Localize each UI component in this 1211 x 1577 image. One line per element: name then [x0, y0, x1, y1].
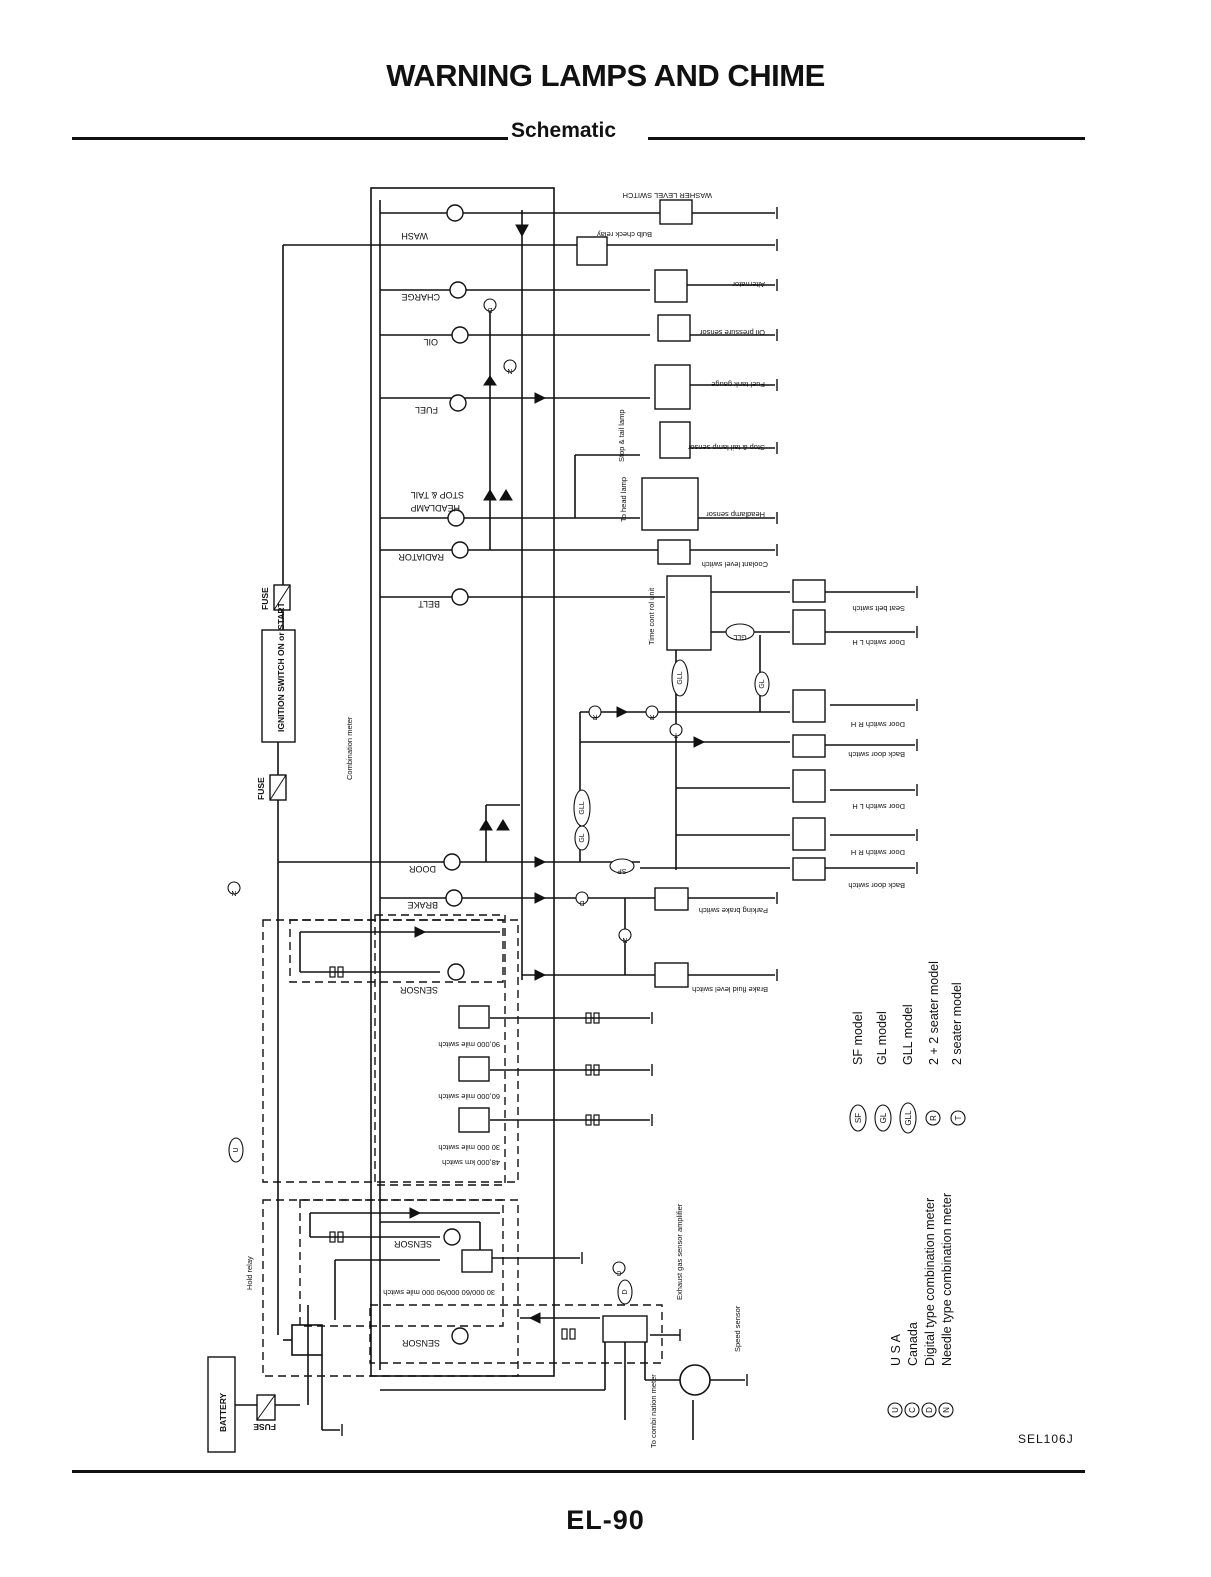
- lamp-label-belt: BELT: [418, 599, 440, 609]
- mark-n-oil: N: [507, 367, 512, 374]
- label-combination-meter: Combination meter: [345, 716, 354, 780]
- page-number: EL-90: [566, 1505, 645, 1535]
- lamp-label-charge: CHARGE: [401, 292, 440, 302]
- legend-needle: Needle type combination meter: [940, 1193, 954, 1366]
- lamp-label-door: DOOR: [408, 864, 436, 874]
- mark-t: T: [673, 731, 678, 738]
- lamp-label-sensor-3: SENSOR: [401, 1338, 440, 1348]
- label-30000-switch: 30 000 mile switch: [438, 1143, 500, 1152]
- mark-n-brake: N: [622, 936, 627, 943]
- mark-d-charge: D: [487, 306, 492, 313]
- label-ignition-switch: IGNITION SWITCH ON or START: [276, 601, 286, 732]
- figure-code: SEL106J: [1018, 1432, 1074, 1446]
- mark-dc-bottom: D: [622, 1289, 629, 1294]
- lamp-label-headlamp: HEADLAMP: [410, 503, 460, 513]
- legend-symbol-r: R: [929, 1115, 938, 1121]
- speed-sensor-symbol: [679, 1364, 711, 1396]
- label-headlamp-sensor: Headlamp sensor: [706, 510, 765, 519]
- mark-gl-1: GL: [759, 679, 766, 688]
- mark-gll-3: GLL: [579, 801, 586, 814]
- mark-gl-2: GL: [579, 833, 586, 842]
- label-seat-belt-switch: Seat belt switch: [852, 604, 905, 613]
- mark-r-1: R: [592, 713, 597, 720]
- label-bulb-check-relay: Bulb check relay: [597, 230, 652, 239]
- label-back-door-switch-1: Back door switch: [848, 750, 905, 759]
- legend-2plus2: 2 + 2 seater model: [927, 961, 941, 1065]
- lamp-label-wash: WASH: [401, 231, 428, 241]
- label-speed-sensor: Speed sensor: [733, 1305, 742, 1352]
- label-to-combination-meter: To combi nation meter: [649, 1374, 658, 1448]
- mark-gll-unit: GLL: [733, 633, 746, 640]
- lamp-label-oil: OIL: [423, 337, 438, 347]
- legend-canada: Canada: [906, 1322, 920, 1366]
- label-fuse-1: FUSE: [260, 587, 270, 610]
- label-60000-switch: 60,000 mile switch: [438, 1092, 500, 1101]
- legend-sf: SF model: [851, 1012, 865, 1066]
- label-stop-tail-sensor: Stop & tail lamp sensor: [687, 443, 765, 452]
- legend-symbol-n: N: [942, 1407, 951, 1413]
- mark-sf: SF: [618, 867, 627, 874]
- lamp-label-fuel: FUEL: [415, 405, 438, 415]
- label-battery: BATTERY: [218, 1392, 228, 1432]
- legend-symbol-d: D: [925, 1407, 934, 1413]
- rule-right: [648, 137, 1085, 140]
- label-door-switch-lh-1: Door switch L H: [852, 638, 905, 647]
- label-oil-pressure-sensor: Oil pressure sensor: [699, 328, 765, 337]
- legend-usa: U S A: [889, 1333, 903, 1366]
- label-stop-tail-lamp: Stop & tail lamp: [617, 409, 626, 462]
- label-fuse-3: FUSE: [253, 1422, 276, 1432]
- label-alternator: Alternator: [732, 280, 765, 289]
- legend-gl: GL model: [875, 1011, 889, 1065]
- lamp-label-brake: BRAKE: [407, 900, 438, 910]
- mark-c-bottom: C: [616, 1269, 621, 1276]
- page-title: WARNING LAMPS AND CHIME: [386, 58, 825, 93]
- legend-symbol-sf: SF: [854, 1113, 863, 1123]
- lamp-label-stop-tail: STOP & TAIL: [411, 490, 464, 500]
- label-washer-level-switch: WASHER LEVEL SWITCH: [623, 191, 712, 200]
- section-title: Schematic: [511, 119, 617, 142]
- label-48000-switch: 48,000 km switch: [442, 1158, 500, 1167]
- legend-gll: GLL model: [901, 1004, 915, 1065]
- label-time-control-unit: Time cont rol unit: [647, 587, 656, 645]
- label-fuse-2: FUSE: [256, 777, 266, 800]
- label-multi-mile-switch: 30 000/60 000/90 000 mile switch: [383, 1288, 495, 1297]
- mark-gll-2: GLL: [677, 671, 684, 684]
- mark-n-left: N: [231, 889, 236, 896]
- lamp-label-sensor-1: SENSOR: [399, 985, 438, 995]
- label-brake-fluid-switch: Brake fluid level switch: [692, 985, 768, 994]
- mark-du-left: U: [233, 1147, 240, 1152]
- legend-2seater: 2 seater model: [950, 982, 964, 1065]
- label-door-switch-lh-2: Door switch L H: [852, 802, 905, 811]
- label-to-head-lamp: To head lamp: [619, 477, 628, 522]
- mark-d-brake: D: [579, 899, 584, 906]
- label-exhaust-gas-amp: Exhaust gas sensor amplifier: [675, 1203, 684, 1300]
- legend-symbol-gll: GLL: [904, 1110, 913, 1126]
- label-door-switch-rh-2: Door switch R H: [851, 848, 905, 857]
- legend-digital: Digital type combination meter: [923, 1198, 937, 1366]
- legend-symbol-gl: GL: [879, 1112, 888, 1123]
- rule-bottom: [72, 1470, 1085, 1473]
- lamp-label-radiator: RADIATOR: [398, 552, 444, 562]
- label-door-switch-rh-1: Door switch R H: [851, 720, 905, 729]
- label-parking-brake-switch: Parking brake switch: [699, 906, 768, 915]
- label-back-door-switch-2: Back door switch: [848, 881, 905, 890]
- label-hold-relay: Hold relay: [245, 1256, 254, 1290]
- legend-symbol-u: U: [891, 1407, 900, 1413]
- label-coolant-level-switch: Coolant level switch: [702, 560, 768, 569]
- lamp-label-sensor-2: SENSOR: [393, 1239, 432, 1249]
- label-90000-switch: 90,000 mile switch: [438, 1040, 500, 1049]
- label-fuel-tank-gauge: Fuel tank gauge: [711, 380, 765, 389]
- legend-symbol-c: C: [908, 1407, 917, 1413]
- legend-symbol-t: T: [954, 1115, 963, 1120]
- rule-left: [72, 137, 508, 140]
- mark-r-2: R: [649, 713, 654, 720]
